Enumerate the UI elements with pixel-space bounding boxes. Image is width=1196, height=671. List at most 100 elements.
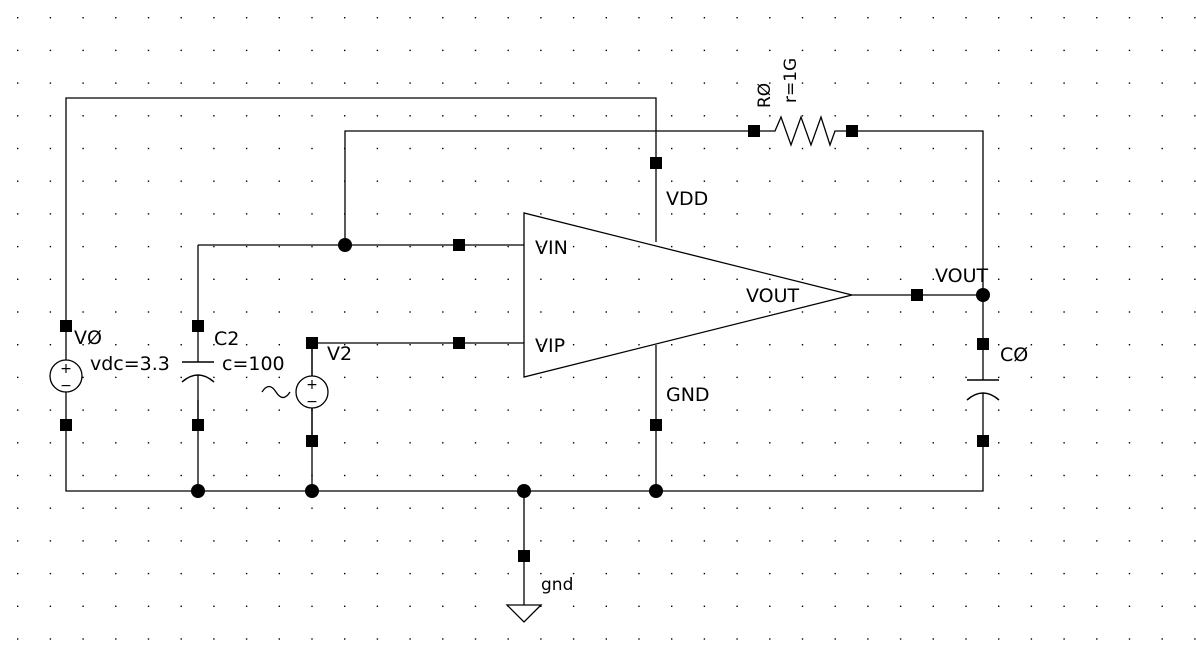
grid-dot (605, 507, 607, 509)
grid-dot (932, 409, 934, 411)
grid-dot (540, 572, 542, 575)
opamp[interactable]: VIN VIP VOUT VDD GND (523, 188, 853, 406)
junction-gnd-opamp[interactable] (649, 484, 663, 498)
grid-dot (638, 245, 640, 248)
junction-gnd-main[interactable] (517, 484, 531, 498)
grid-dot (49, 474, 52, 477)
grid-dot (82, 638, 84, 640)
grid-dot (769, 507, 771, 509)
grid-dot (409, 409, 411, 411)
voltage-source-v2[interactable]: + − V2 (261, 343, 352, 441)
pin-gnd[interactable] (650, 419, 662, 431)
grid-dot (1063, 278, 1065, 280)
ground-symbol[interactable]: gnd (505, 575, 573, 623)
grid-dot (1096, 82, 1098, 84)
grid-dot (1030, 147, 1033, 150)
grid-dot (998, 17, 1000, 19)
grid-dot (572, 507, 575, 509)
grid-dot (507, 213, 509, 215)
grid-dot (115, 245, 117, 248)
grid-dot (278, 638, 280, 640)
grid-dot (605, 344, 607, 346)
grid-dot (278, 474, 280, 477)
pin-v0-top[interactable] (60, 320, 72, 332)
grid-dot (1063, 213, 1065, 215)
pin-c2-bottom[interactable] (192, 419, 204, 431)
grid-dot (1096, 376, 1098, 379)
junction-gnd-c2[interactable] (191, 484, 205, 498)
grid-dot (507, 180, 509, 182)
v0-value-label: vdc=3.3 (90, 353, 170, 375)
pin-v0-bottom[interactable] (60, 419, 72, 431)
pin-vout[interactable] (911, 289, 923, 301)
grid-dot (474, 638, 477, 640)
grid-dot (1161, 245, 1163, 248)
grid-dot (1194, 180, 1196, 182)
pin-v2-bottom[interactable] (306, 435, 318, 447)
grid-dot (736, 507, 738, 509)
capacitor-c2[interactable]: C2 c=100 (181, 326, 285, 426)
pin-vin[interactable] (453, 239, 465, 251)
grid-dot (376, 49, 379, 52)
grid-dot (1128, 605, 1131, 607)
grid-dot (474, 442, 477, 444)
grid-dot (605, 49, 607, 52)
grid-dot (1096, 278, 1098, 280)
pin-c2-top[interactable] (192, 320, 204, 332)
wire-feedback-right[interactable] (852, 130, 984, 295)
grid-dot (540, 82, 542, 84)
grid-dot (278, 17, 280, 19)
grid-dot (278, 82, 280, 84)
junction-vin[interactable] (338, 238, 352, 252)
wire-ground-bus[interactable] (65, 426, 984, 492)
grid-dot (245, 376, 248, 379)
grid-dot (474, 278, 477, 280)
grid-dot (1194, 213, 1196, 215)
grid-dot (82, 540, 84, 542)
grid-dot (17, 638, 19, 640)
grid-dot (474, 245, 477, 248)
voltage-source-v0[interactable]: + − VØ vdc=3.3 (49, 323, 170, 426)
grid-dot (572, 540, 575, 542)
wire-feedback-left[interactable] (344, 130, 754, 245)
resistor-r0[interactable]: RØ r=1G (754, 58, 852, 148)
grid-dot (1063, 376, 1065, 379)
grid-dot (572, 474, 575, 477)
grid-dot (671, 474, 673, 477)
grid-dot (474, 49, 477, 52)
grid-dot (899, 245, 902, 248)
pin-r0-left[interactable] (748, 125, 760, 137)
grid-dot (932, 638, 934, 640)
junction-gnd-v2[interactable] (305, 484, 319, 498)
pin-v2-top[interactable] (306, 337, 318, 349)
v2-minus-sign: − (306, 394, 318, 410)
grid-dot (507, 540, 509, 542)
pin-r0-right[interactable] (846, 125, 858, 137)
grid-dot (442, 474, 444, 477)
grid-dot (1096, 572, 1098, 575)
junction-vout[interactable] (976, 288, 990, 302)
pin-gnd-symbol[interactable] (518, 550, 530, 562)
grid-dot (867, 344, 869, 346)
grid-dot (82, 474, 84, 477)
wire-vdd[interactable] (65, 97, 657, 323)
grid-dot (278, 572, 280, 575)
grid-dot (998, 409, 1000, 411)
grid-dot (1128, 147, 1131, 150)
pin-c0-bottom[interactable] (977, 435, 989, 447)
capacitor-c0[interactable]: CØ (966, 344, 1028, 441)
grid-dot (409, 180, 411, 182)
grid-dot (572, 442, 575, 444)
grid-dot (344, 409, 346, 411)
pin-c0-top[interactable] (977, 338, 989, 350)
grid-dot (1194, 540, 1196, 542)
pin-vip[interactable] (453, 337, 465, 349)
grid-dot (834, 409, 836, 411)
pin-vdd[interactable] (650, 157, 662, 169)
grid-dot (638, 344, 640, 346)
grid-dot (703, 442, 706, 444)
grid-dot (474, 409, 477, 411)
grid-dot (474, 180, 477, 182)
grid-dot (932, 572, 934, 575)
grid-dot (867, 82, 869, 84)
